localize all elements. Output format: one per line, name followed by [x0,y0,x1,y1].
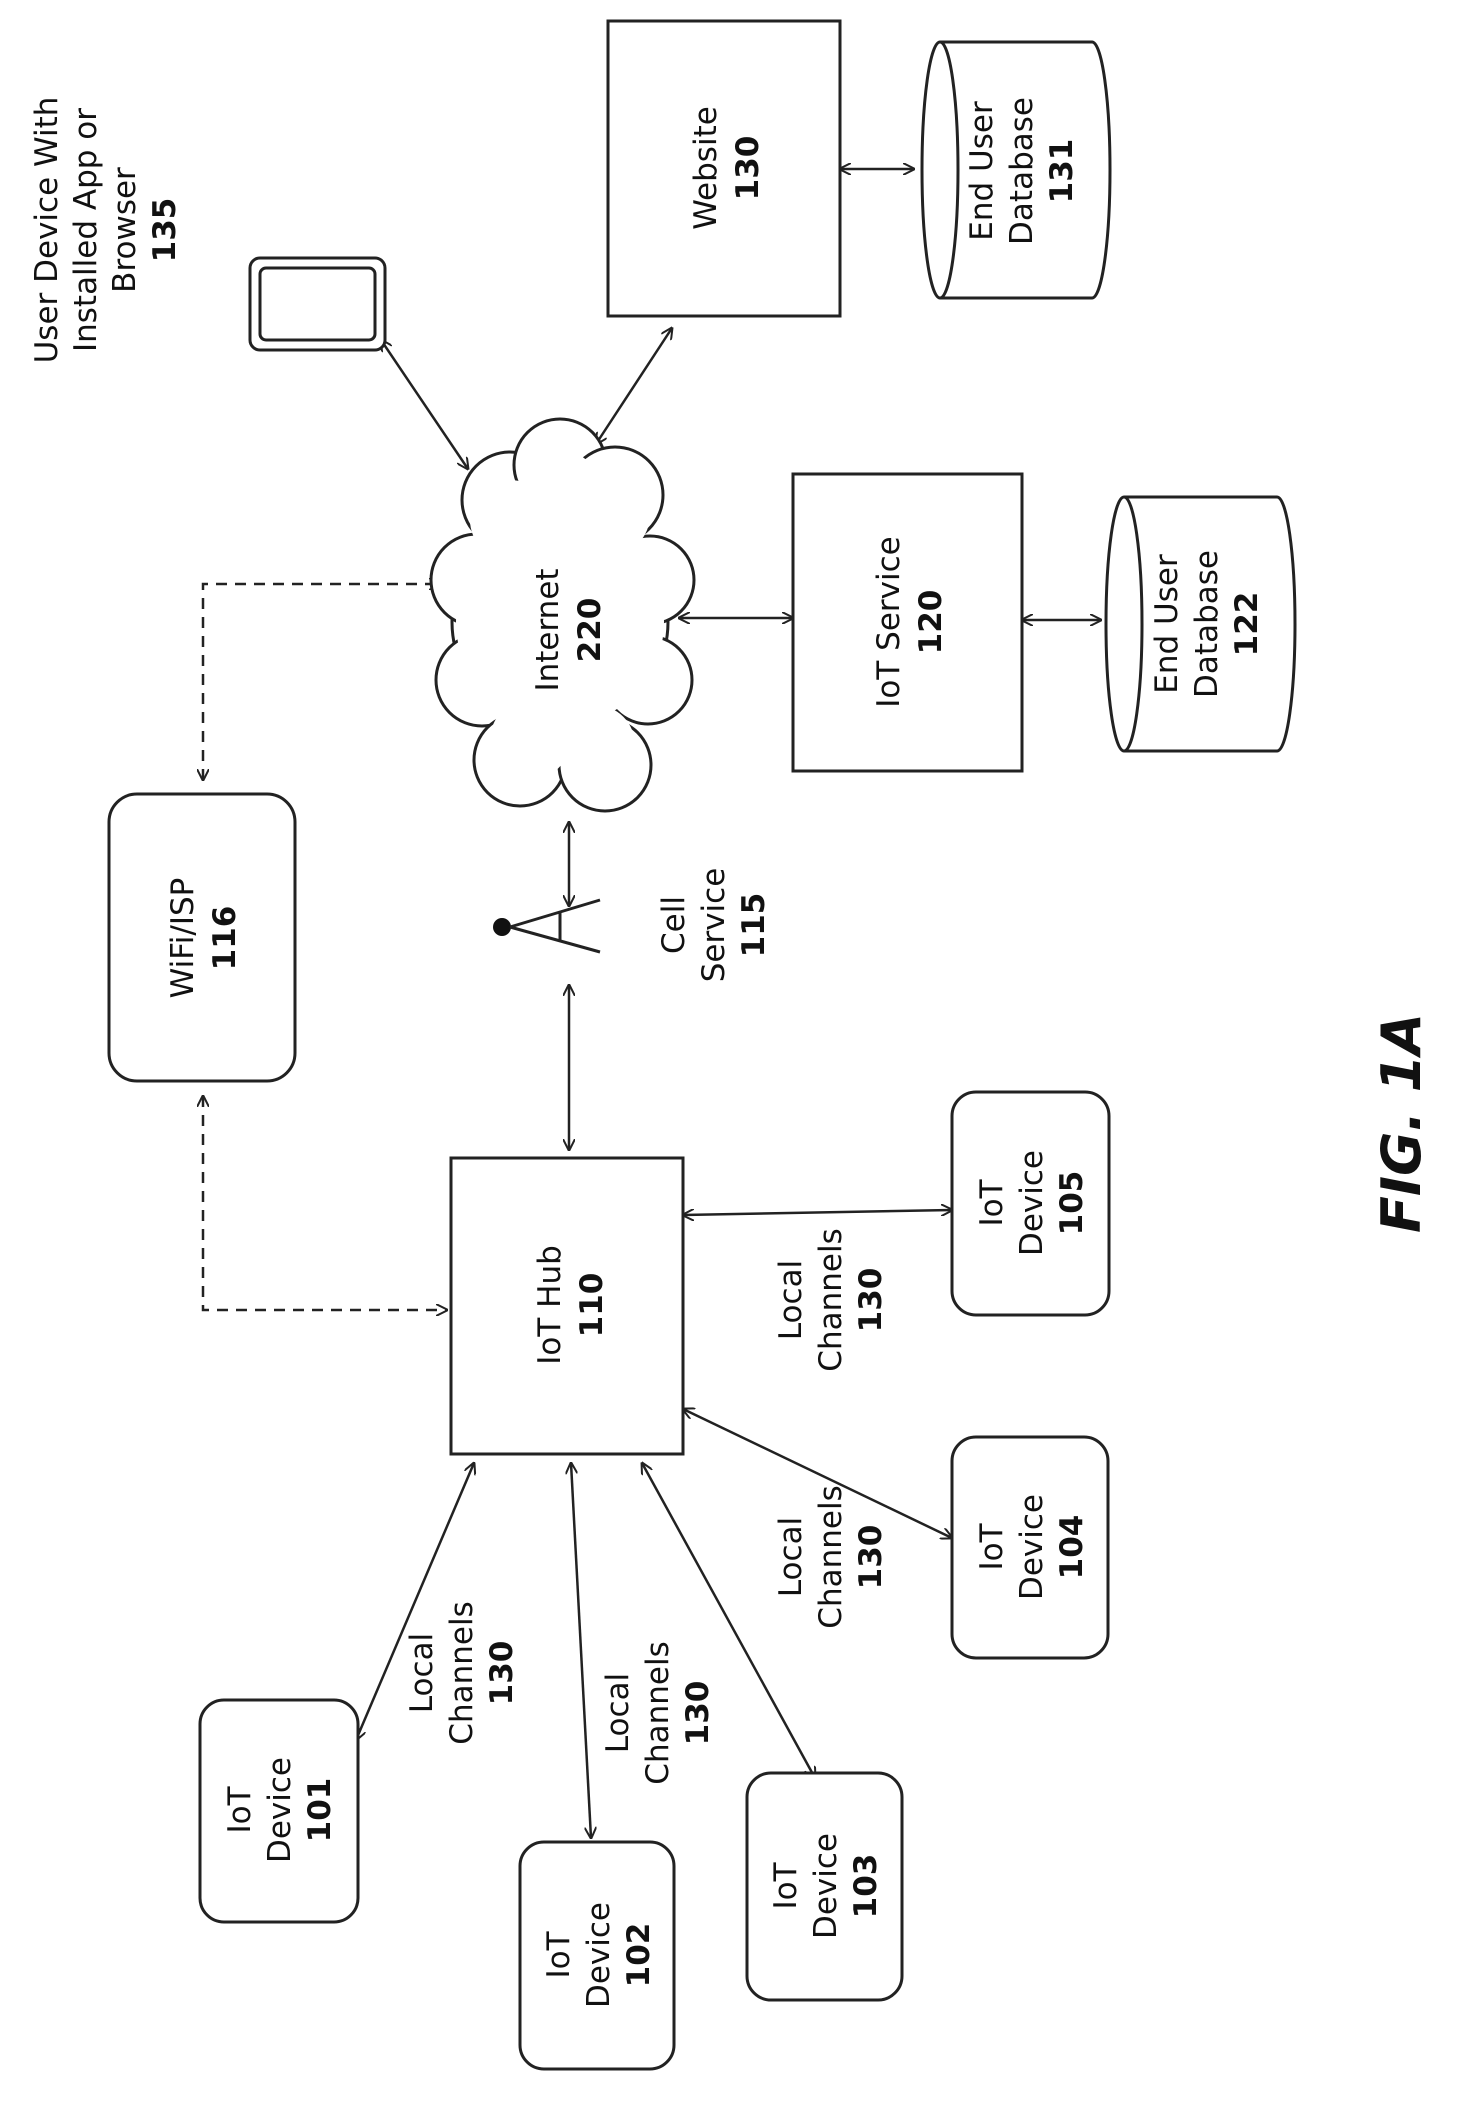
database-122-label-1: End User [1149,554,1185,694]
end-user-database-131: End User Database 131 [922,42,1110,298]
iot-service-box [793,474,1022,771]
cell-service-115: Cell Service 115 [493,868,772,983]
local-channels-label-c: Local Channels 130 [773,1485,889,1628]
iot-service-120: IoT Service 120 [793,474,1022,771]
local-channels-b-number: 130 [680,1681,716,1746]
local-channels-d-number: 130 [853,1268,889,1333]
local-channels-a-line-2: Channels [444,1601,480,1744]
figure-label: FIG. 1A [1370,1013,1433,1233]
user-device-135: User Device With Installed App or Browse… [29,97,385,364]
local-channels-d-line-1: Local [773,1260,809,1340]
cell-tower-icon [493,900,600,952]
edge-hub-device-105 [683,1210,952,1215]
local-channels-a-number: 130 [484,1641,520,1706]
edge-wifi-iot-hub-dashed [203,1096,447,1310]
iot-hub-number: 110 [574,1273,610,1338]
database-122-number: 122 [1229,592,1265,657]
edge-user-device-internet [381,340,468,469]
wifi-isp-116: WiFi/ISP 116 [109,794,295,1081]
iot-device-103-number: 103 [848,1854,884,1919]
iot-service-label: IoT Service [871,536,907,707]
wifi-isp-number: 116 [207,906,243,971]
local-channels-b-line-2: Channels [640,1641,676,1784]
iot-hub-label: IoT Hub [532,1245,568,1365]
wifi-isp-label: WiFi/ISP [165,878,201,999]
iot-service-number: 120 [913,590,949,655]
user-device-label-2: Installed App or [68,108,104,352]
iot-device-102-number: 102 [621,1923,657,1988]
iot-device-105-label-1: IoT [974,1178,1010,1226]
website-label: Website [688,106,724,230]
local-channels-b-line-1: Local [600,1673,636,1753]
iot-device-103: IoT Device 103 [747,1773,902,2000]
tablet-icon-screen [260,268,375,340]
local-channels-label-d: Local Channels 130 [773,1228,889,1371]
iot-device-104-label-1: IoT [974,1522,1010,1570]
user-device-label-1: User Device With [29,97,65,364]
website-130: Website 130 [608,21,840,316]
edge-wifi-internet-dashed [203,584,440,780]
iot-device-101-number: 101 [302,1778,338,1843]
iot-device-103-label-2: Device [808,1833,844,1939]
local-channels-label-a: Local Channels 130 [404,1601,520,1744]
end-user-database-122: End User Database 122 [1106,497,1295,751]
internet-label: Internet [530,568,566,691]
user-device-label-3: Browser [107,167,143,293]
iot-hub-110: IoT Hub 110 [451,1158,683,1454]
iot-device-101: IoT Device 101 [200,1700,358,1922]
iot-device-104-label-2: Device [1014,1494,1050,1600]
iot-device-102-label-2: Device [581,1902,617,2008]
edge-website-internet [596,328,672,444]
iot-device-103-label-1: IoT [768,1861,804,1909]
iot-device-105-label-2: Device [1014,1150,1050,1256]
website-number: 130 [730,136,766,201]
user-device-number: 135 [147,198,183,263]
wifi-isp-box [109,794,295,1081]
iot-device-101-label-2: Device [262,1757,298,1863]
website-box [608,21,840,316]
iot-device-104: IoT Device 104 [952,1437,1108,1658]
iot-device-102: IoT Device 102 [520,1842,674,2069]
iot-device-101-label-1: IoT [222,1785,258,1833]
iot-device-105: IoT Device 105 [952,1092,1109,1315]
cell-service-label-2: Service [696,868,732,983]
internet-220: Internet 220 [431,419,694,811]
iot-device-102-label-1: IoT [541,1930,577,1978]
local-channels-c-line-2: Channels [813,1485,849,1628]
local-channels-d-line-2: Channels [813,1228,849,1371]
iot-device-105-number: 105 [1054,1171,1090,1236]
cell-service-number: 115 [736,893,772,958]
cell-service-label-1: Cell [656,896,692,954]
local-channels-c-line-1: Local [773,1517,809,1597]
local-channels-label-b: Local Channels 130 [600,1641,716,1784]
local-channels-a-line-1: Local [404,1633,440,1713]
edge-hub-device-102 [571,1463,591,1838]
database-131-label-2: Database [1004,97,1040,245]
internet-number: 220 [572,598,608,663]
database-131-label-1: End User [964,101,1000,241]
iot-device-104-number: 104 [1054,1515,1090,1580]
local-channels-c-number: 130 [853,1525,889,1590]
database-131-number: 131 [1044,139,1080,204]
database-122-label-2: Database [1189,550,1225,698]
